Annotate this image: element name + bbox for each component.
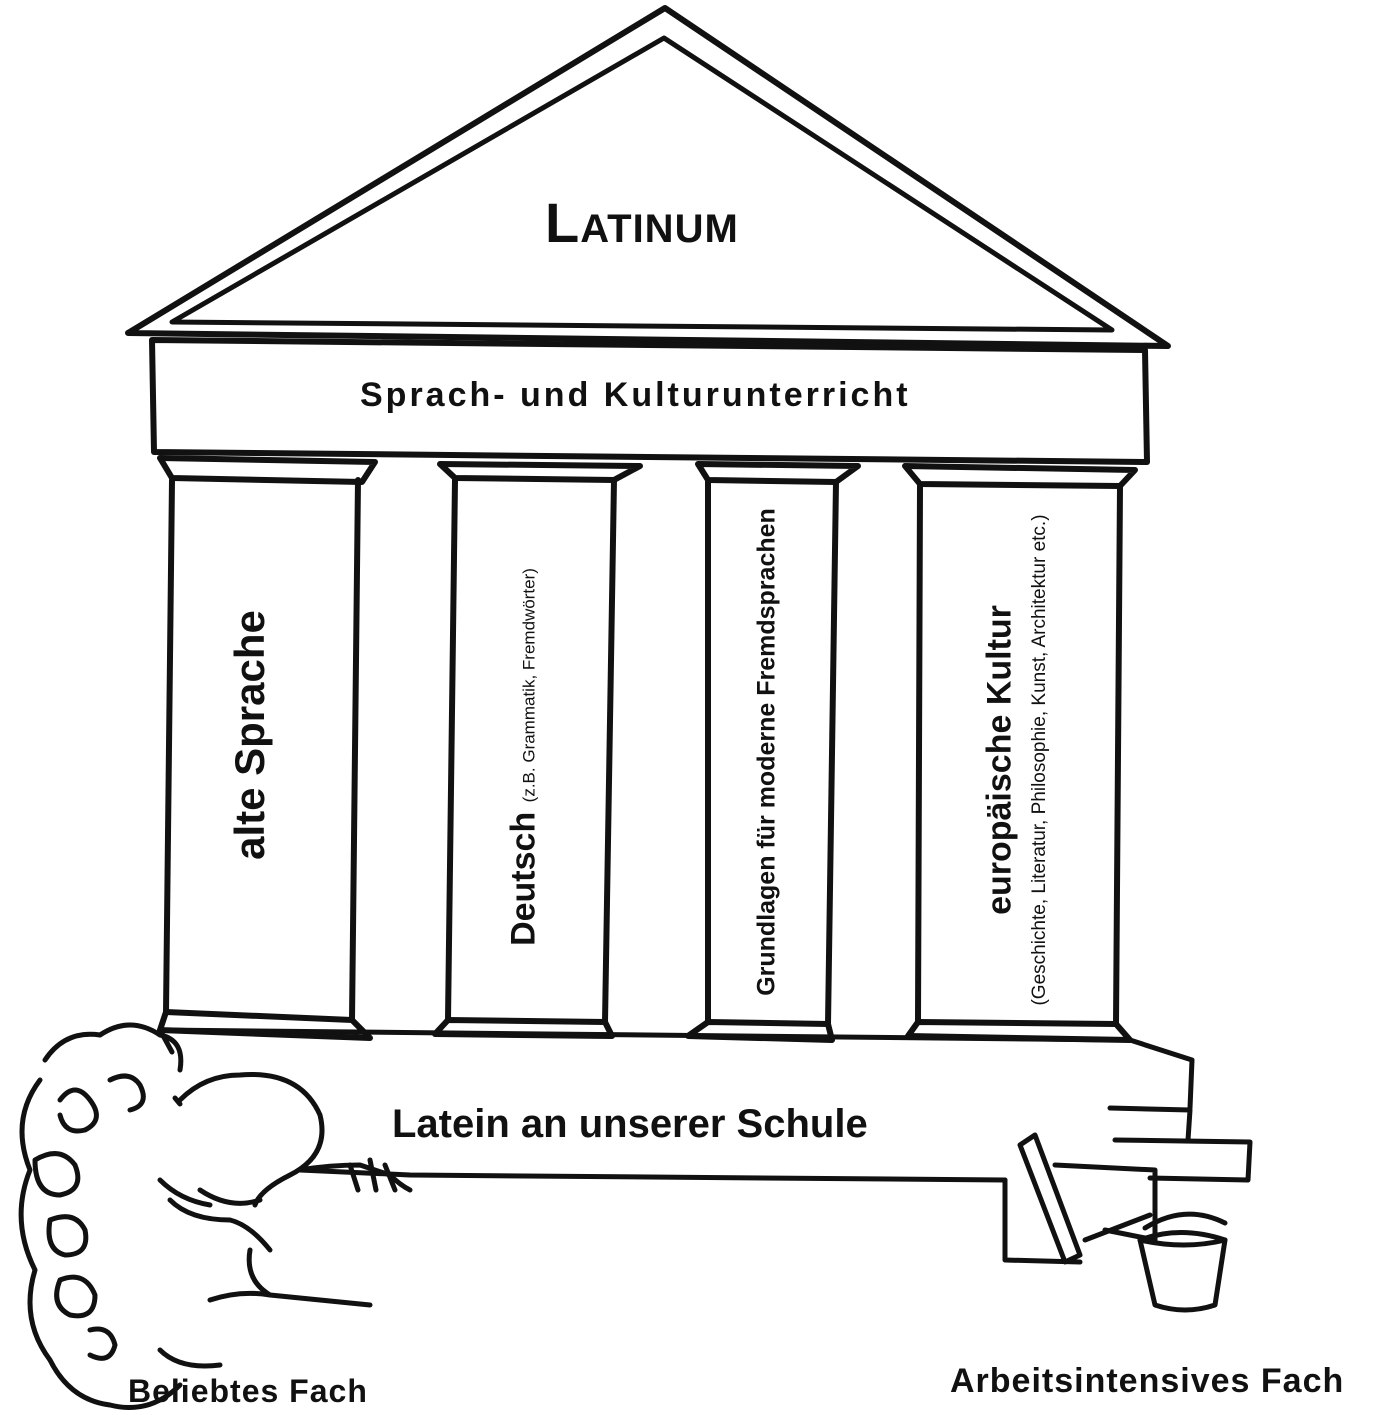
pillars-drawing — [157, 455, 1138, 1043]
architrave — [149, 337, 1150, 465]
pillar-4-main: europäische Kultur — [980, 605, 1019, 915]
base-steps — [157, 1027, 1253, 1183]
pillar-3-label: Grundlagen für moderne Fremdsprachen — [753, 508, 782, 996]
pillar-3-main: Grundlagen für moderne Fremdsprachen — [752, 508, 781, 996]
pillar-2-label: Deutsch (z.B. Grammatik, Fremdwörter) — [505, 568, 544, 946]
pediment — [125, 5, 1171, 349]
bucket-and-trowel-icon — [1002, 1132, 1228, 1313]
caption-left: Beliebtes Fach — [128, 1373, 368, 1409]
architrave-label: Sprach- und Kulturunterricht — [360, 376, 911, 414]
pillar-4-label-main: europäische Kultur — [981, 605, 1020, 915]
base-label: Latein an unserer Schule — [392, 1102, 868, 1146]
pillar-4-sub: (Geschichte, Literatur, Philosophie, Kun… — [1029, 514, 1050, 1006]
pillar-2-sub: (z.B. Grammatik, Fremdwörter) — [519, 568, 539, 803]
temple-title: LATINUM — [545, 190, 739, 255]
pillar-4-label-sub: (Geschichte, Literatur, Philosophie, Kun… — [1029, 514, 1051, 1005]
temple-title-initial: L — [545, 191, 581, 254]
temple-title-rest: ATINUM — [580, 207, 739, 251]
pillar-1-label: alte Sprache — [226, 610, 274, 860]
pillar-2-main: Deutsch — [504, 811, 543, 946]
pillar-1-main: alte Sprache — [226, 610, 273, 860]
curly-haired-person-icon — [18, 1022, 413, 1410]
caption-right: Arbeitsintensives Fach — [950, 1362, 1345, 1400]
